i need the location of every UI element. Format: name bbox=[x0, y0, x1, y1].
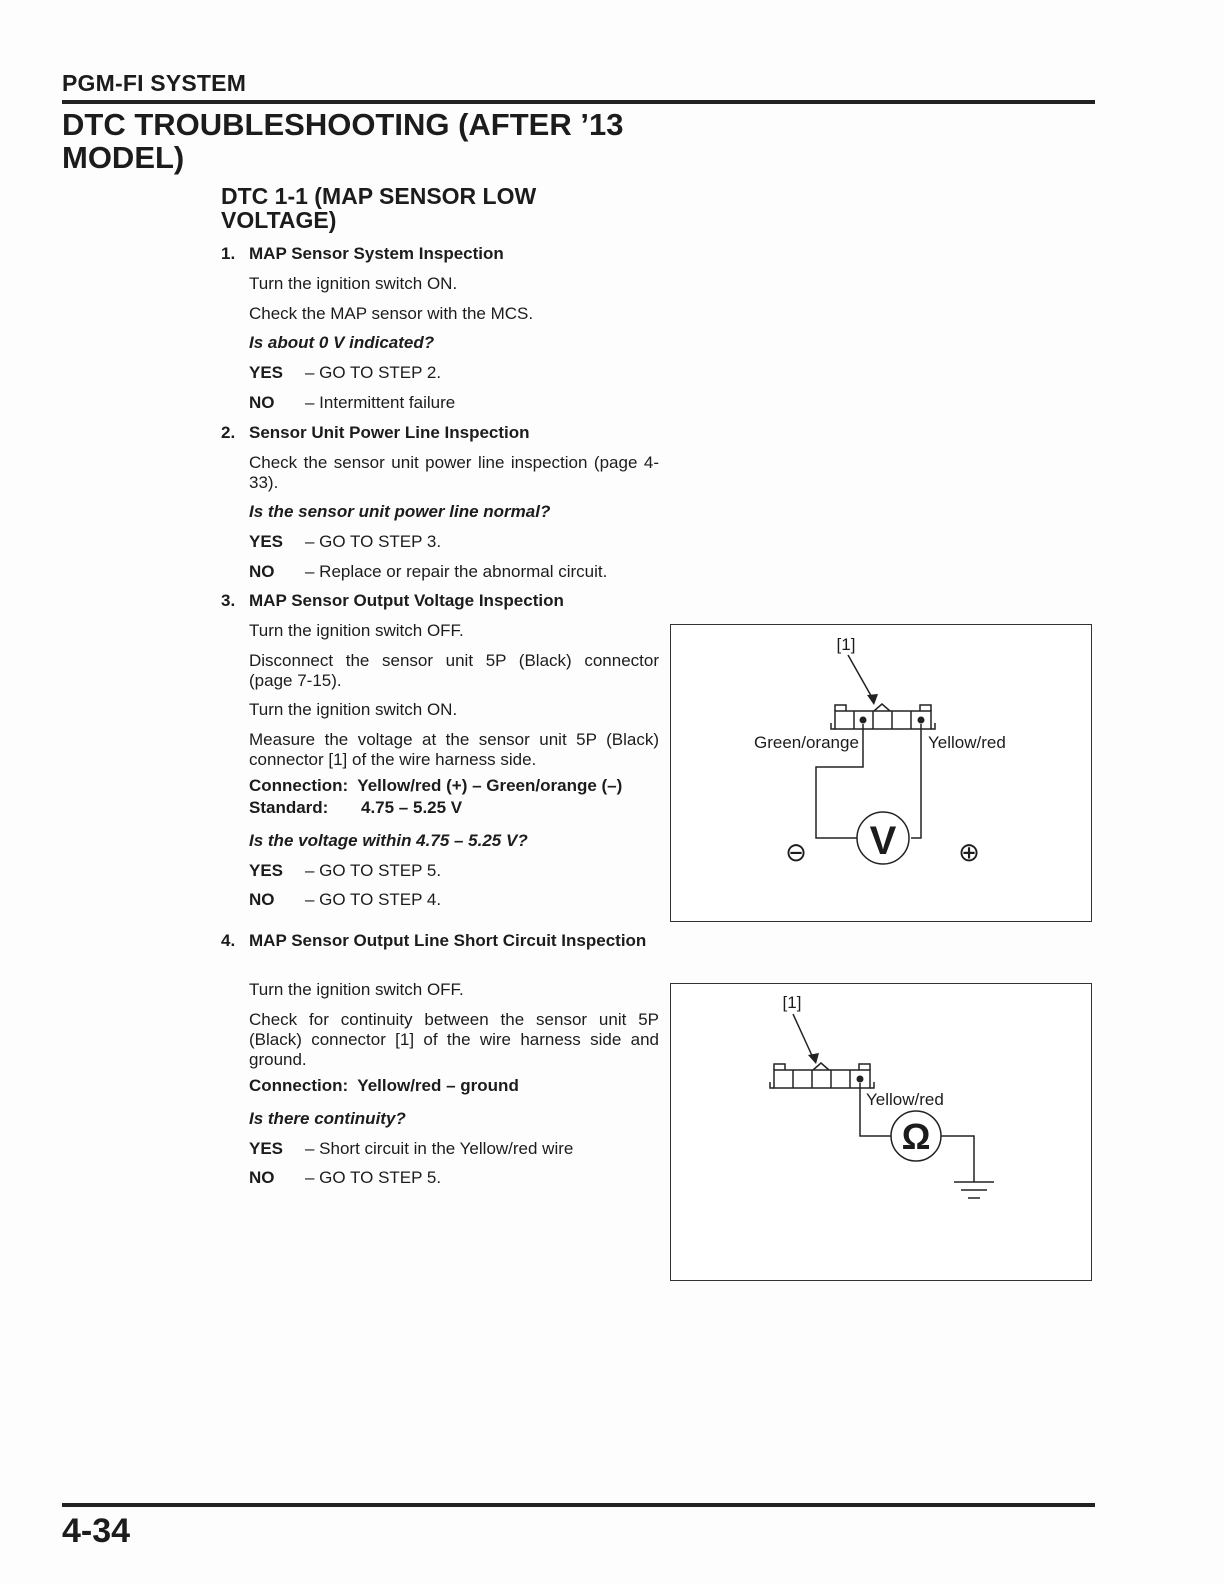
page-title: DTC TROUBLESHOOTING (AFTER ’13 MODEL) bbox=[62, 107, 624, 175]
step-3-question: Is the voltage within 4.75 – 5.25 V? bbox=[249, 831, 528, 850]
yes-label: YES bbox=[249, 363, 284, 382]
step-4-question: Is there continuity? bbox=[249, 1109, 406, 1128]
step-4-connection: Connection: Yellow/red – ground bbox=[249, 1076, 659, 1096]
terminal-pin bbox=[856, 1075, 864, 1083]
no-action: – Replace or repair the abnormal circuit… bbox=[305, 562, 608, 581]
callout-arrowhead bbox=[808, 1053, 819, 1064]
page-number: 4-34 bbox=[62, 1512, 131, 1550]
step-3-standard: Standard: 4.75 – 5.25 V bbox=[249, 798, 659, 818]
yes-action: – GO TO STEP 5. bbox=[305, 861, 442, 880]
wiring bbox=[859, 1083, 975, 1182]
connector-5p-icon bbox=[830, 703, 936, 730]
step-2-question: Is the sensor unit power line normal? bbox=[249, 502, 551, 521]
standard-value: 4.75 – 5.25 V bbox=[361, 798, 463, 817]
step-1-line: Check the MAP sensor with the MCS. bbox=[249, 304, 534, 323]
step-4-no: NO – GO TO STEP 5. bbox=[249, 1168, 659, 1188]
yes-label: YES bbox=[249, 861, 284, 880]
wiring bbox=[815, 724, 922, 865]
section-title: PGM-FI SYSTEM bbox=[62, 70, 247, 96]
yes-action: – GO TO STEP 2. bbox=[305, 363, 442, 382]
step-1-heading: 1. MAP Sensor System Inspection bbox=[221, 244, 661, 264]
step-2-no: NO – Replace or repair the abnormal circu… bbox=[249, 562, 659, 582]
step-title: MAP Sensor Output Voltage Inspection bbox=[249, 591, 564, 610]
step-title: Sensor Unit Power Line Inspection bbox=[249, 423, 530, 442]
voltmeter-icon: V bbox=[870, 819, 897, 863]
wire-label-yellow-red: Yellow/red bbox=[866, 1090, 944, 1109]
ground-icon bbox=[954, 1181, 994, 1199]
wire-label-green-orange: Green/orange bbox=[754, 733, 859, 752]
figure-voltage-check: [1] Green/orange Yellow/red V ⊖ ⊕ bbox=[670, 624, 1092, 922]
step-3-line: Turn the ignition switch ON. bbox=[249, 700, 458, 719]
step-1-line: Turn the ignition switch ON. bbox=[249, 274, 458, 293]
figure-continuity-check: [1] Yellow/red Ω bbox=[670, 983, 1092, 1281]
step-title: MAP Sensor System Inspection bbox=[249, 244, 504, 263]
minus-terminal-icon: ⊖ bbox=[785, 837, 807, 867]
terminal-pin bbox=[917, 716, 925, 724]
connection-value: Yellow/red – ground bbox=[357, 1076, 519, 1095]
step-4-yes: YES – Short circuit in the Yellow/red wir… bbox=[249, 1139, 659, 1159]
step-number: 2. bbox=[221, 423, 236, 442]
wire-label-yellow-red: Yellow/red bbox=[928, 733, 1006, 752]
no-label: NO bbox=[249, 890, 275, 909]
connector-5p-icon bbox=[769, 1062, 875, 1089]
footer-rule bbox=[62, 1503, 1095, 1507]
step-3-heading: 3. MAP Sensor Output Voltage Inspection bbox=[221, 591, 661, 611]
step-title: MAP Sensor Output Line Short Circuit Ins… bbox=[249, 931, 647, 950]
step-number: 3. bbox=[221, 591, 236, 610]
step-number: 1. bbox=[221, 244, 236, 263]
callout-leader bbox=[792, 1013, 815, 1061]
callout-arrowhead bbox=[867, 694, 878, 705]
no-action: – GO TO STEP 5. bbox=[305, 1168, 442, 1187]
callout-label: [1] bbox=[837, 635, 856, 654]
step-4-line: Turn the ignition switch OFF. bbox=[249, 980, 464, 999]
step-4-heading: 4. MAP Sensor Output Line Short Circuit I… bbox=[221, 931, 661, 951]
no-label: NO bbox=[249, 1168, 275, 1187]
step-4-line: Check for continuity between the sensor … bbox=[249, 1010, 659, 1069]
voltage-diagram: [1] Green/orange Yellow/red V ⊖ ⊕ bbox=[754, 635, 1006, 867]
step-3-connection: Connection: Yellow/red (+) – Green/orang… bbox=[249, 776, 659, 796]
step-2-heading: 2. Sensor Unit Power Line Inspection bbox=[221, 423, 661, 443]
no-action: – GO TO STEP 4. bbox=[305, 890, 442, 909]
yes-label: YES bbox=[249, 532, 284, 551]
step-1-no: NO – Intermittent failure bbox=[249, 393, 659, 413]
header-rule bbox=[62, 100, 1095, 104]
connection-value: Yellow/red (+) – Green/orange (–) bbox=[357, 776, 623, 795]
no-label: NO bbox=[249, 562, 275, 581]
callout-leader bbox=[847, 654, 875, 702]
step-3-no: NO – GO TO STEP 4. bbox=[249, 890, 659, 910]
step-1-question: Is about 0 V indicated? bbox=[249, 333, 435, 352]
step-3-line: Disconnect the sensor unit 5P (Black) co… bbox=[249, 651, 659, 690]
step-1-yes: YES – GO TO STEP 2. bbox=[249, 363, 659, 383]
step-3-yes: YES – GO TO STEP 5. bbox=[249, 861, 659, 881]
continuity-diagram: [1] Yellow/red Ω bbox=[769, 993, 994, 1199]
yes-label: YES bbox=[249, 1139, 284, 1158]
connection-label: Connection: bbox=[249, 776, 349, 795]
step-3-line: Turn the ignition switch OFF. bbox=[249, 621, 464, 640]
ohmmeter-icon: Ω bbox=[902, 1116, 931, 1157]
callout-label: [1] bbox=[783, 993, 802, 1012]
plus-terminal-icon: ⊕ bbox=[958, 837, 980, 867]
yes-action: – Short circuit in the Yellow/red wire bbox=[305, 1139, 574, 1158]
dtc-title: DTC 1-1 (MAP SENSOR LOW VOLTAGE) bbox=[221, 183, 537, 233]
terminal-pin bbox=[859, 716, 867, 724]
standard-label: Standard: bbox=[249, 798, 329, 817]
step-number: 4. bbox=[221, 931, 236, 950]
no-label: NO bbox=[249, 393, 275, 412]
step-2-line: Check the sensor unit power line inspect… bbox=[249, 453, 659, 492]
step-2-yes: YES – GO TO STEP 3. bbox=[249, 532, 659, 552]
yes-action: – GO TO STEP 3. bbox=[305, 532, 442, 551]
no-action: – Intermittent failure bbox=[305, 393, 456, 412]
step-3-line: Measure the voltage at the sensor unit 5… bbox=[249, 730, 659, 769]
connection-label: Connection: bbox=[249, 1076, 349, 1095]
